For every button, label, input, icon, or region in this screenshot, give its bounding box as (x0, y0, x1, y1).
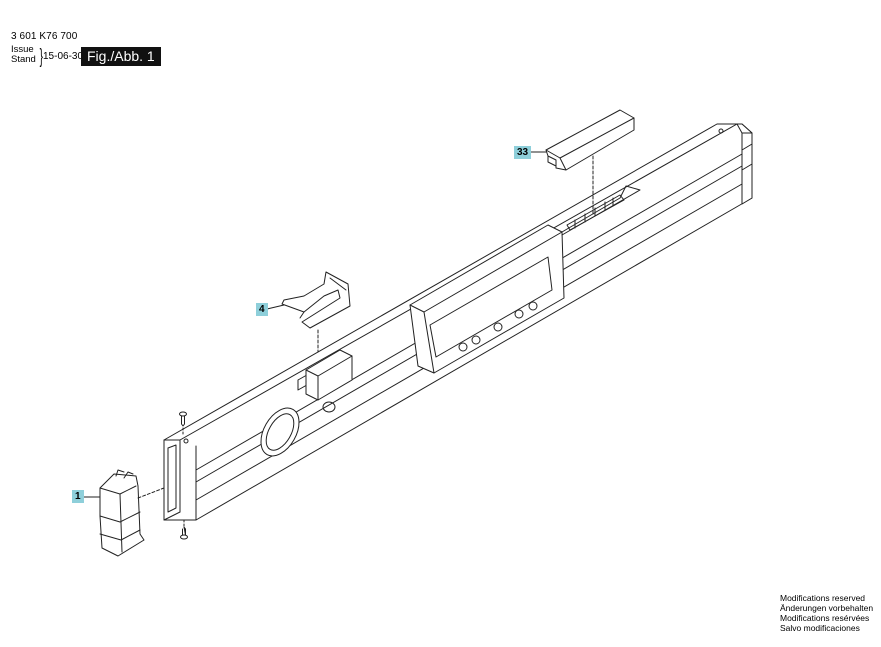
button-2 (471, 335, 481, 345)
left-open-end (163, 439, 181, 521)
small-hole (322, 401, 336, 413)
battery-slot (566, 194, 625, 231)
endcap-band-2 (99, 529, 141, 541)
rear-compartment (561, 185, 641, 236)
endcap-band (99, 511, 141, 523)
left-top-rivet (183, 438, 189, 444)
bracket-outline (281, 271, 351, 329)
notice-en: Modifications reserved (780, 593, 866, 603)
cover-outline (545, 109, 635, 171)
battery-cells (574, 197, 614, 229)
callout-part-33[interactable]: 33 (514, 146, 532, 159)
display-panel (409, 224, 565, 374)
button-5 (528, 301, 538, 311)
cover-front (559, 157, 567, 171)
screw-bottom-shank (182, 526, 186, 536)
screw-top-head (179, 411, 187, 417)
part-1-end-cap (99, 469, 165, 557)
endcap-leader (137, 487, 165, 499)
button-3 (493, 322, 503, 332)
screw-bottom-head (180, 534, 188, 540)
document-number: 3 601 K76 700 (11, 31, 78, 42)
button-1 (458, 342, 468, 352)
right-end-rivet (718, 128, 724, 134)
display-frame (409, 224, 565, 374)
notice-fr: Modifications resérvées (780, 613, 870, 623)
stand-label: Stand (11, 54, 36, 65)
vial-window (260, 407, 300, 457)
notice-de: Änderungen vorbehalten (780, 603, 874, 613)
display-screen (429, 256, 553, 358)
left-open-end-inner (167, 444, 177, 513)
cover-clip (547, 155, 557, 167)
callout-leaders (83, 151, 547, 498)
display-frame-left (423, 311, 435, 374)
part-4-bracket (281, 271, 351, 353)
endcap-outline (99, 473, 145, 557)
right-end-cap-detail (741, 132, 753, 171)
figure-label: Fig./Abb. 1 (81, 47, 161, 66)
issue-labels: Issue Stand (11, 45, 36, 65)
endcap-front (119, 493, 123, 553)
vial-window-inner (265, 413, 295, 451)
bracket-inner (299, 277, 347, 319)
issue-label: Issue (11, 44, 34, 55)
callout-part-1[interactable]: 1 (72, 490, 84, 503)
screw-bottom (180, 519, 188, 540)
callout-part-4[interactable]: 4 (256, 303, 268, 316)
issue-date: 15-06-30 (43, 51, 84, 62)
screw-top-shank (181, 415, 185, 427)
leader-4 (266, 304, 285, 310)
modification-notices: Modifications reserved Änderungen vorbeh… (780, 593, 873, 633)
issue-block: Issue Stand } 15-06-30 Fig./Abb. 1 (11, 45, 161, 69)
endcap-teeth (115, 469, 134, 479)
slide-piece (305, 349, 353, 401)
screw-top (179, 411, 187, 437)
notice-es: Salvo modificaciones (780, 623, 860, 633)
button-4 (514, 309, 524, 319)
part-33-cover (545, 109, 635, 215)
brace-icon: } (39, 46, 44, 68)
